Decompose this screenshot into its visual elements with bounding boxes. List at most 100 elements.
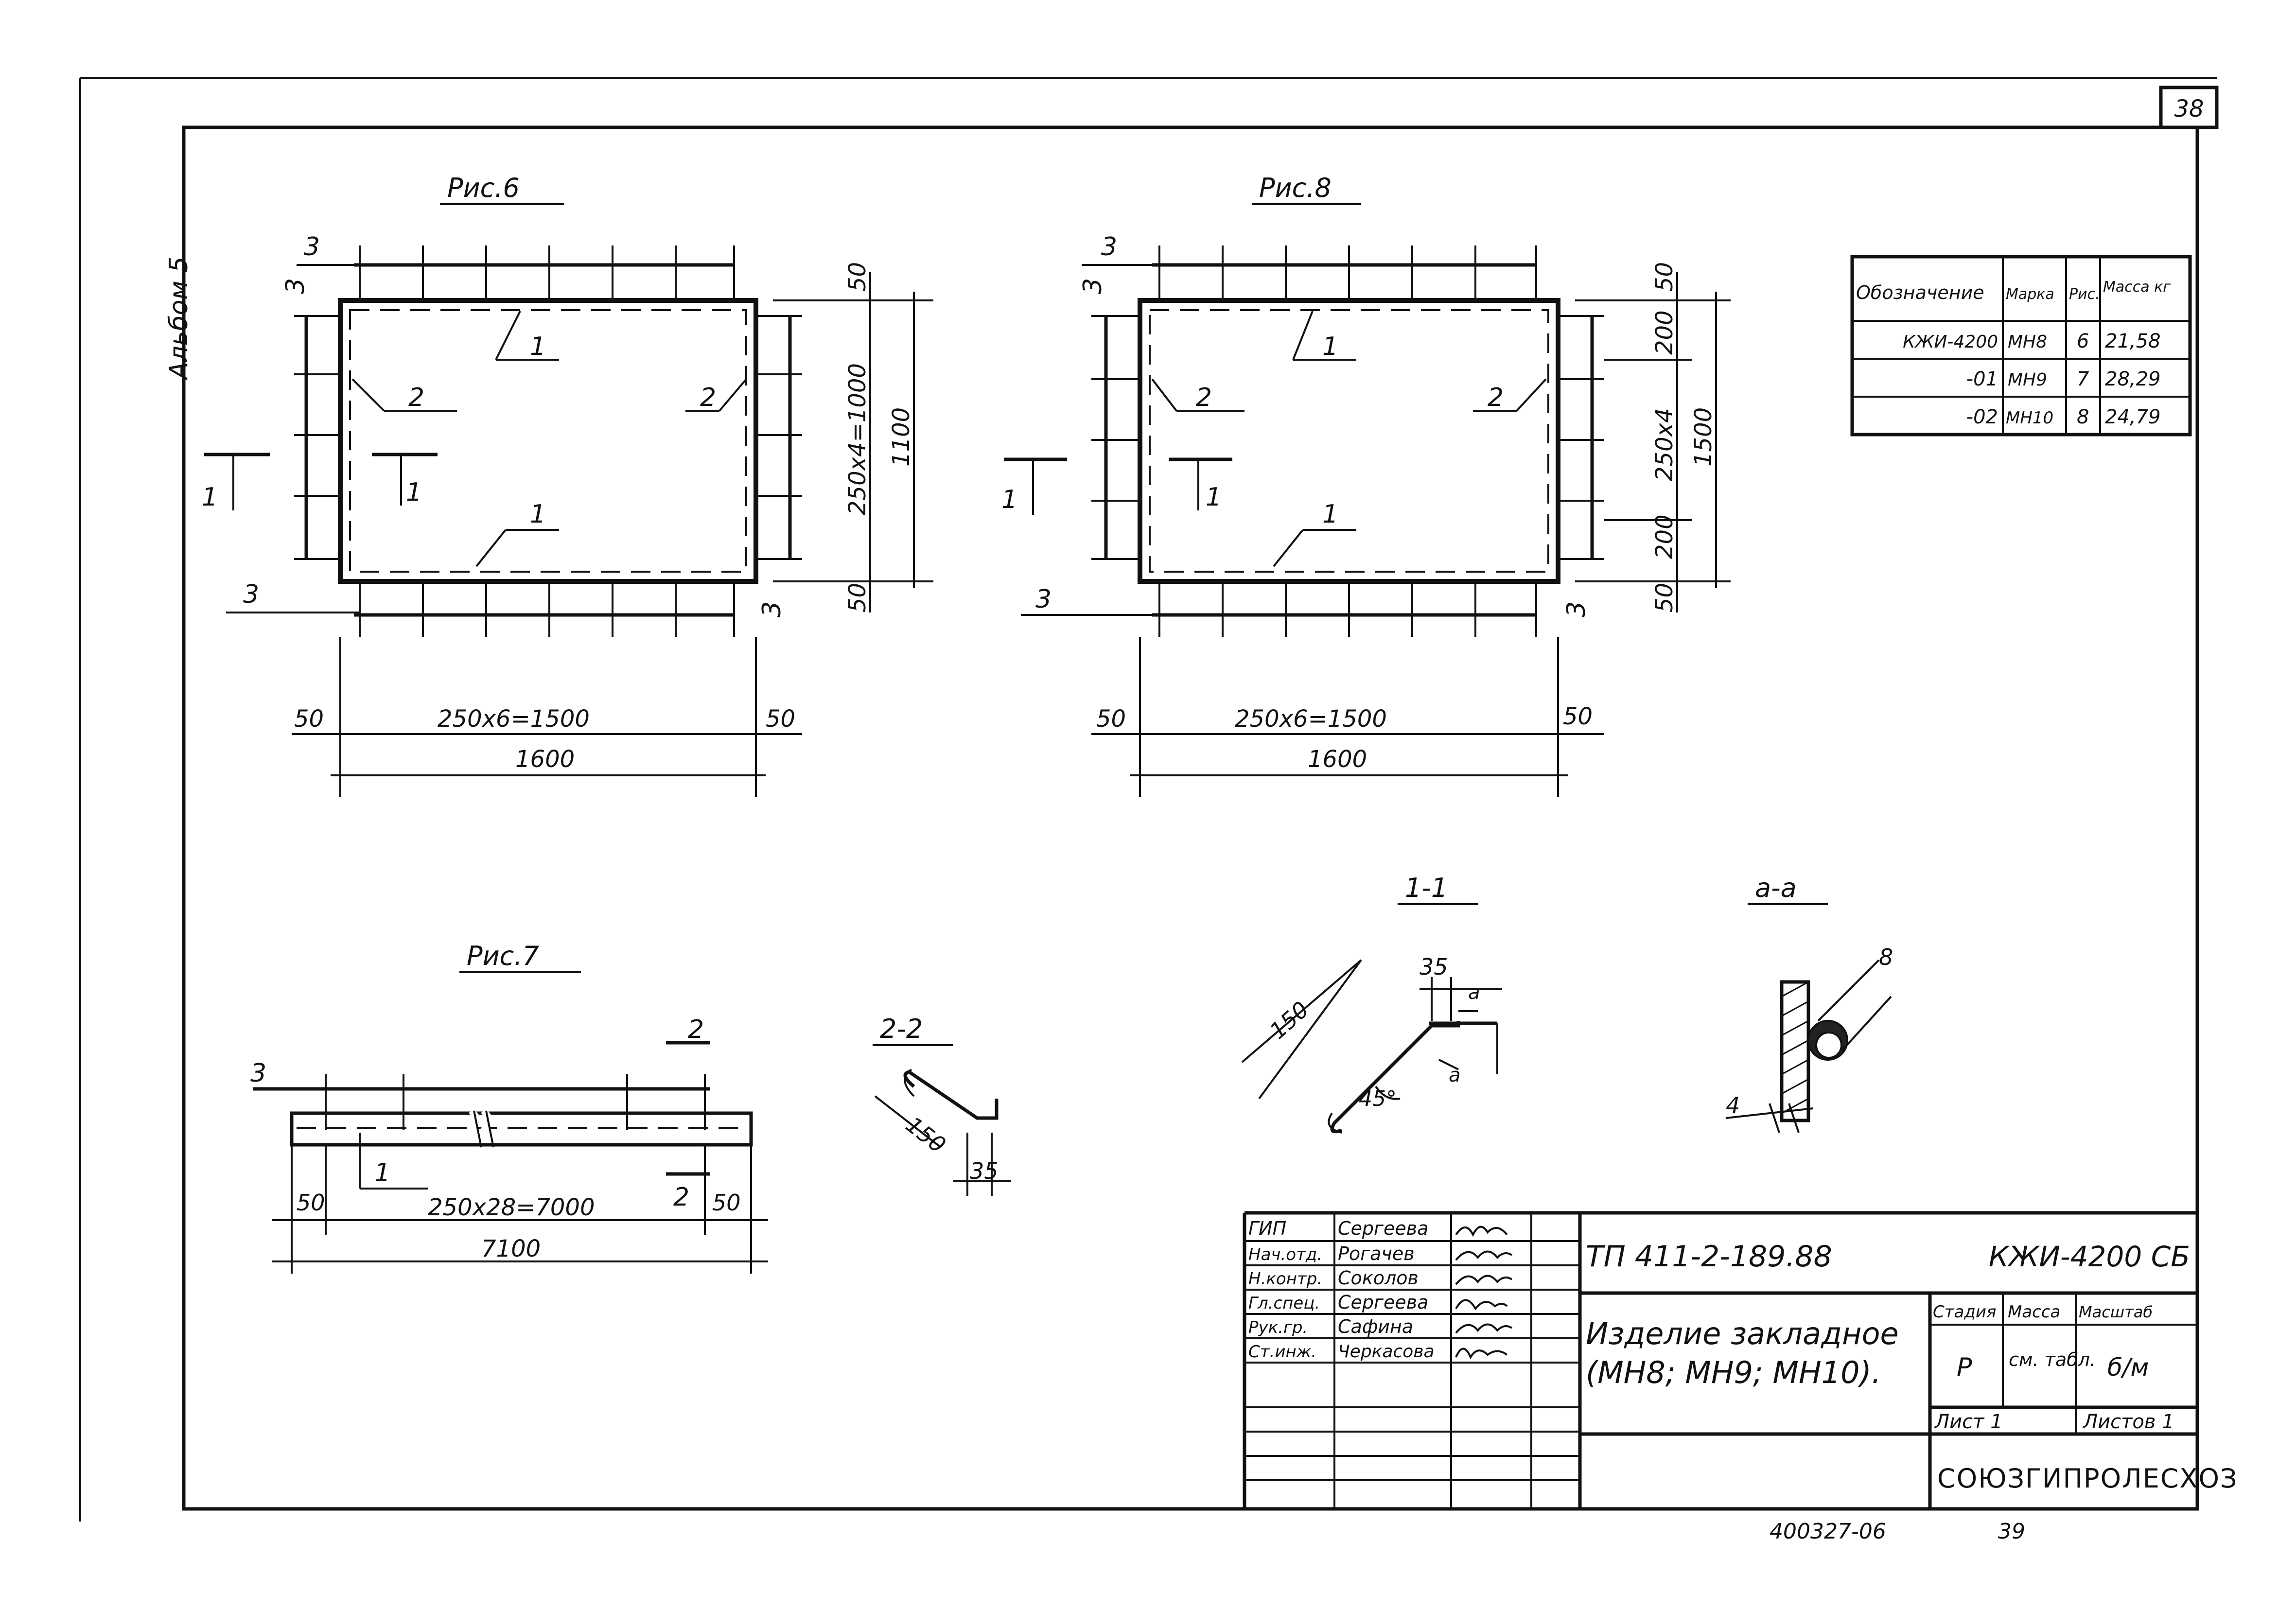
fig8-pos1-top: 1 <box>1322 332 1338 361</box>
scale-value: б/м <box>2107 1353 2149 1382</box>
sec22-dim35: 35 <box>970 1158 999 1184</box>
fig6-dim-top: 50 <box>844 262 871 292</box>
fig6-dim-total-h: 1600 <box>515 746 575 773</box>
secaa-dim8: 8 <box>1879 944 1893 970</box>
bottom-code: 400327-06 <box>1770 1519 1886 1544</box>
fig6-pos2-right: 2 <box>700 383 716 412</box>
fig6-pos1-bottom: 1 <box>530 500 546 529</box>
sig-role-gip: ГИП <box>1248 1218 1286 1239</box>
sec22-profile <box>903 1070 999 1120</box>
fig8-dim-200b: 200 <box>1651 514 1678 559</box>
document-code: КЖИ-4200 СБ <box>1989 1240 2190 1273</box>
fig6-dim-mid-h: 250x6=1500 <box>438 705 590 733</box>
section-2-2: 2-2 150 35 <box>873 1014 1011 1196</box>
sheets-total: Листов 1 <box>2082 1411 2174 1433</box>
sig-role-gl-spec: Гл.спец. <box>1248 1294 1320 1313</box>
sig-name-gip: Сергеева <box>1338 1218 1428 1239</box>
fig8-dim-left-50: 50 <box>1096 705 1126 733</box>
spec-header-designation: Обозначение <box>1856 282 1984 303</box>
fig8-dim-total-h: 1600 <box>1308 746 1367 773</box>
fig8-pos3-bottom: 3 <box>1035 585 1052 614</box>
fig8-pos3-right: 3 <box>1562 601 1591 617</box>
album-label: Альбом 5 <box>164 257 193 381</box>
fig6-dim-right-50: 50 <box>766 705 795 733</box>
spec-row2-mass: 28,29 <box>2105 368 2161 390</box>
fig6-dim-total-v: 1100 <box>888 407 915 467</box>
fig8-pos1-bottom: 1 <box>1322 500 1338 529</box>
sec11-title: 1-1 <box>1405 873 1448 903</box>
secaa-dim4: 4 <box>1726 1092 1740 1119</box>
fig6-title: Рис.6 <box>447 173 520 203</box>
sig-role-nach-otd: Нач.отд. <box>1248 1245 1322 1264</box>
sig-name-ruk-gr: Сафина <box>1338 1316 1413 1337</box>
spec-row1-mark: МН8 <box>2008 332 2047 352</box>
fig8-pos2-right: 2 <box>1488 383 1504 412</box>
fig8-plate <box>1138 298 1560 584</box>
fig8-dim-mid-h: 250x6=1500 <box>1235 705 1387 733</box>
fig7-dim-left-50: 50 <box>297 1190 325 1216</box>
fig7-dim-right-50: 50 <box>712 1190 741 1216</box>
page-number-box <box>2159 86 2219 129</box>
spec-row3-mass: 24,79 <box>2105 406 2161 428</box>
mass-header: Масса <box>2008 1302 2060 1322</box>
sig-role-n-kontr: Н.контр. <box>1248 1269 1322 1289</box>
sig-name-nach-otd: Рогачев <box>1338 1243 1415 1264</box>
spec-header-mass: Масса кг <box>2103 279 2171 296</box>
spec-row1-designation: КЖИ-4200 <box>1903 332 1998 352</box>
fig8-pos3-top: 3 <box>1101 232 1117 262</box>
fig7-dim-total: 7100 <box>481 1235 541 1262</box>
fig7-pos3: 3 <box>250 1059 266 1088</box>
fig8-pos3-left: 3 <box>1078 278 1107 294</box>
fig6-section-left: 1 <box>202 483 218 512</box>
fig6-pos3-right: 3 <box>757 601 787 617</box>
product-name-line1: Изделие закладное <box>1586 1316 1899 1351</box>
fig6-pos3-left: 3 <box>281 278 310 294</box>
fig7-section-top: 2 <box>688 1015 704 1044</box>
spec-header-fig: Рис. <box>2069 286 2100 303</box>
spec-table: Обозначение Марка Рис. Масса кг КЖИ-4200… <box>1850 255 2192 437</box>
sig-role-ruk-gr: Рук.гр. <box>1248 1318 1308 1337</box>
fig8-dim-top: 50 <box>1651 262 1678 292</box>
figure-6: Рис.6 3 3 3 3 1 <box>202 173 933 797</box>
sec11-angle: 45° <box>1359 1086 1397 1111</box>
fig6-dim-mid: 250x4=1000 <box>844 363 871 515</box>
fig7-section-bottom: 2 <box>673 1183 689 1212</box>
handwritten-signatures <box>1455 1225 1513 1360</box>
secaa-plate <box>1780 980 1810 1122</box>
figure-7: Рис.7 3 1 2 2 50 250x28=7000 50 7100 <box>250 941 768 1274</box>
sig-name-st-inzh: Черкасова <box>1338 1342 1435 1362</box>
organization-name: СОЮЗГИПРОЛЕСХОЗ <box>1937 1463 2238 1494</box>
inner-frame <box>182 125 2199 1511</box>
sig-name-n-kontr: Соколов <box>1338 1267 1419 1289</box>
fig6-dim-bottom: 50 <box>844 583 871 612</box>
sig-name-gl-spec: Сергеева <box>1338 1292 1428 1313</box>
scale-header: Масштаб <box>2079 1303 2153 1321</box>
sec11-dim35: 35 <box>1420 954 1448 980</box>
spec-header-mark: Марка <box>2006 286 2054 303</box>
fig8-dim-bottom: 50 <box>1651 583 1678 612</box>
section-1-1: 1-1 150 35 a a 45° <box>1241 873 1502 1134</box>
spec-row2-mark: МН9 <box>2008 370 2047 390</box>
fig7-pos1: 1 <box>374 1158 390 1188</box>
fig6-section-mid: 1 <box>406 478 422 507</box>
fig6-dim-left-50: 50 <box>294 705 324 733</box>
spec-row3-fig: 8 <box>2077 406 2089 428</box>
project-code: ТП 411-2-189.88 <box>1586 1240 1832 1274</box>
sec11-profile <box>1330 1021 1460 1134</box>
fig8-title: Рис.8 <box>1259 173 1332 203</box>
sheet-number: Лист 1 <box>1934 1411 2003 1433</box>
fig8-dim-mid: 250x4 <box>1651 408 1678 481</box>
spec-row3-mark: МН10 <box>2006 408 2053 428</box>
page-number: 38 <box>2174 95 2204 122</box>
spec-row1-mass: 21,58 <box>2105 330 2161 352</box>
title-block: ГИП Сергеева Нач.отд. Рогачев Н.контр. С… <box>1243 1211 2238 1509</box>
fig7-title: Рис.7 <box>467 941 539 971</box>
fig8-pos2-left: 2 <box>1196 383 1212 412</box>
fig7-plate <box>290 1111 753 1147</box>
figure-8: Рис.8 3 3 3 3 1 1 2 2 <box>1001 173 1731 797</box>
spec-row2-designation: -01 <box>1966 368 1998 390</box>
fig6-pos3-bottom: 3 <box>243 580 259 609</box>
spec-row2-fig: 7 <box>2077 368 2089 390</box>
